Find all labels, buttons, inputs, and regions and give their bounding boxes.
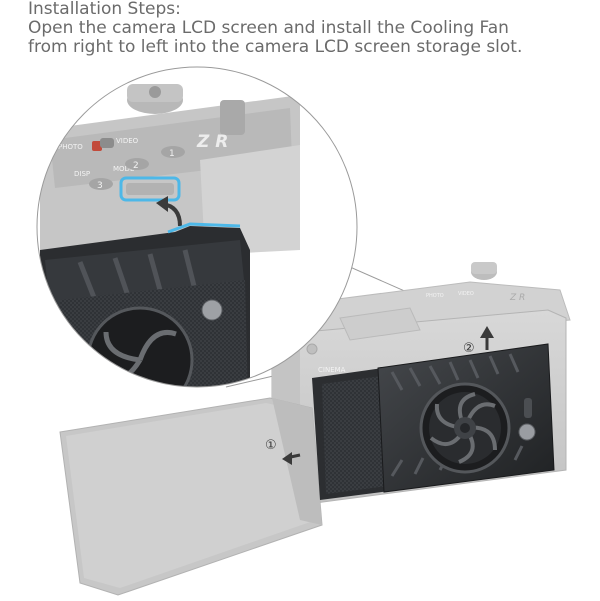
arrow-up-icon [480, 326, 494, 350]
zoom-button-2: 2 [133, 161, 139, 171]
zoom-label-photo: PHOTO [58, 143, 83, 151]
step-2-marker: ② [463, 341, 475, 356]
step-2: ② [463, 326, 494, 356]
camera-lcd-screen [59, 397, 323, 596]
instructions-line-1: Open the camera LCD screen and install t… [28, 18, 509, 38]
curved-arrow-icon [156, 196, 182, 227]
zoom-model-label: Z R [196, 132, 228, 152]
zoom-label-disp: DISP [74, 170, 90, 178]
svg-text:VIDEO: VIDEO [458, 291, 474, 297]
step-1-marker: ① [265, 438, 277, 453]
instructions-heading: Installation Steps: [28, 0, 181, 19]
instructions-line-2: from right to left into the camera LCD s… [28, 37, 523, 57]
cooling-fan-main [312, 343, 555, 500]
svg-text:PHOTO: PHOTO [426, 293, 444, 299]
zoom-button-3: 3 [97, 181, 103, 191]
zoom-button-1: 1 [169, 149, 175, 159]
storage-slot-highlight [119, 176, 181, 202]
step-1: ① [265, 438, 301, 465]
zoom-label-video: VIDEO [116, 137, 139, 145]
camera-body-label: CINEMA [318, 366, 346, 374]
instructions-caption: Installation Steps: Open the camera LCD … [28, 0, 588, 57]
arrow-left-icon [282, 452, 301, 465]
zoom-label-mode: MODE [113, 165, 134, 173]
svg-text:Z R: Z R [509, 293, 525, 303]
